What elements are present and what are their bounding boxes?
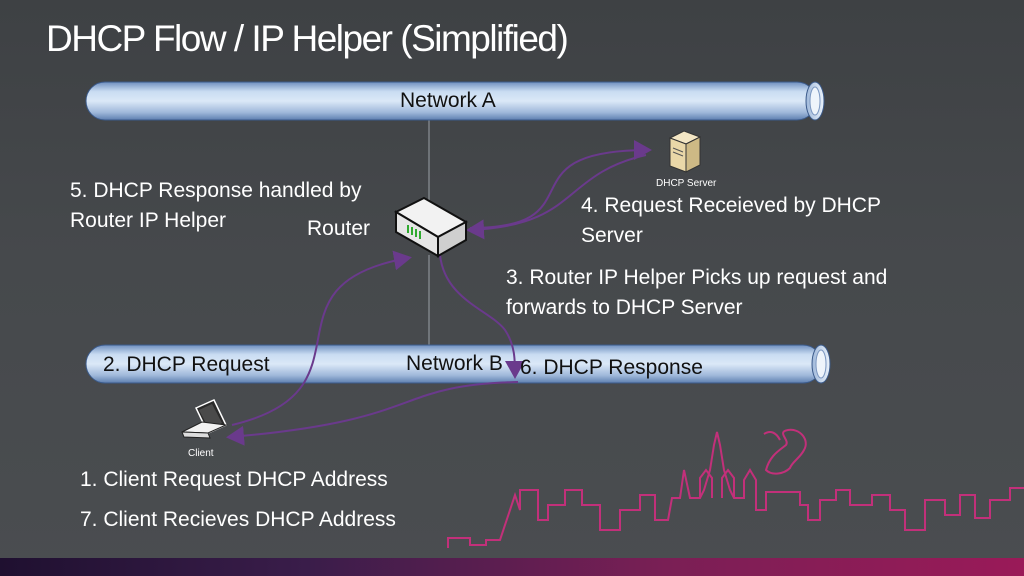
arrow-client-to-router — [231, 250, 412, 426]
step-4-line-1: 4. Request Receieved by DHCP — [581, 194, 881, 217]
page-title: DHCP Flow / IP Helper (Simplified) — [46, 18, 569, 59]
arrow-router-to-network-b — [439, 254, 525, 379]
arrow-server-to-router — [466, 154, 647, 240]
step-4-line-2: Server — [581, 224, 643, 247]
arrow-response-to-client — [226, 381, 519, 446]
step-1-label: 1. Client Request DHCP Address — [80, 468, 388, 491]
step-5-line-1: 5. DHCP Response handled by — [70, 179, 362, 202]
step-2-label: 2. DHCP Request — [103, 353, 270, 376]
skyline-decoration — [447, 428, 1024, 548]
network-a-pipe — [85, 81, 825, 121]
router-label: Router — [307, 217, 371, 240]
network-b-pipe — [85, 344, 831, 384]
step-6-label: 6. DHCP Response — [520, 356, 703, 379]
step-3-line-2: forwards to DHCP Server — [506, 296, 743, 319]
laptop-icon — [181, 399, 228, 439]
dhcp-server-label: DHCP Server — [656, 178, 717, 189]
footer-bar — [0, 558, 1024, 576]
step-5-line-2: Router IP Helper — [70, 209, 227, 232]
client-label: Client — [188, 448, 214, 459]
server-icon — [668, 130, 702, 173]
router-icon — [393, 196, 469, 258]
network-a-label: Network A — [400, 89, 496, 112]
step-7-label: 7. Client Recieves DHCP Address — [80, 508, 396, 531]
step-3-line-1: 3. Router IP Helper Picks up request and — [506, 266, 888, 289]
network-b-label: Network B — [406, 352, 503, 375]
